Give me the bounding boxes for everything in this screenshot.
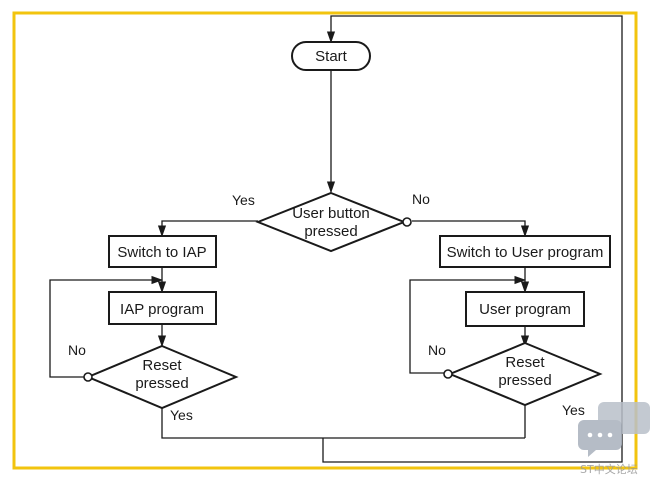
reset-left-line2: pressed [135, 375, 188, 392]
watermark: ST中文论坛 [578, 402, 650, 476]
reset-right-no-port [443, 369, 453, 379]
start-label: Start [315, 48, 348, 65]
edge-return-loop [322, 15, 623, 463]
edge-label-button-yes: Yes [232, 192, 255, 208]
switch-to-iap-label: Switch to IAP [117, 244, 206, 261]
decision-user-button: User button pressed [255, 191, 412, 253]
iap-program-node: IAP program [108, 291, 217, 325]
decision-user-button-line2: pressed [304, 223, 357, 240]
edge-label-reset-right-no: No [428, 342, 446, 358]
start-node: Start [291, 41, 371, 71]
reset-right-decision: Reset pressed [443, 341, 603, 407]
watermark-text: ST中文论坛 [580, 462, 638, 476]
edge-label-button-no: No [412, 191, 430, 207]
switch-to-user-node: Switch to User program [439, 235, 611, 268]
edge-reset-left-no-loop [49, 275, 164, 378]
decision-no-port [402, 217, 412, 227]
connectors [49, 15, 623, 463]
reset-left-decision: Reset pressed [83, 344, 239, 410]
user-program-node: User program [465, 291, 585, 327]
reset-right-line2: pressed [498, 372, 551, 389]
switch-to-user-label: Switch to User program [447, 244, 604, 261]
user-program-label: User program [479, 301, 571, 318]
reset-left-line1: Reset [142, 357, 182, 374]
edge-decision-no [412, 220, 530, 238]
iap-program-label: IAP program [120, 301, 204, 318]
reset-left-no-port [83, 372, 93, 382]
edge-decision-yes [157, 220, 258, 238]
edge-label-reset-left-yes: Yes [170, 407, 193, 423]
edge-label-reset-right-yes: Yes [562, 402, 585, 418]
edge-label-reset-left-no: No [68, 342, 86, 358]
edge-reset-right-no-loop [409, 275, 527, 374]
outer-frame [12, 11, 638, 470]
switch-to-iap-node: Switch to IAP [108, 235, 217, 268]
chat-bubble-icon [578, 402, 650, 457]
edge-reset-left-yes [161, 408, 525, 439]
reset-right-line1: Reset [505, 354, 545, 371]
decision-user-button-line1: User button [292, 205, 370, 222]
